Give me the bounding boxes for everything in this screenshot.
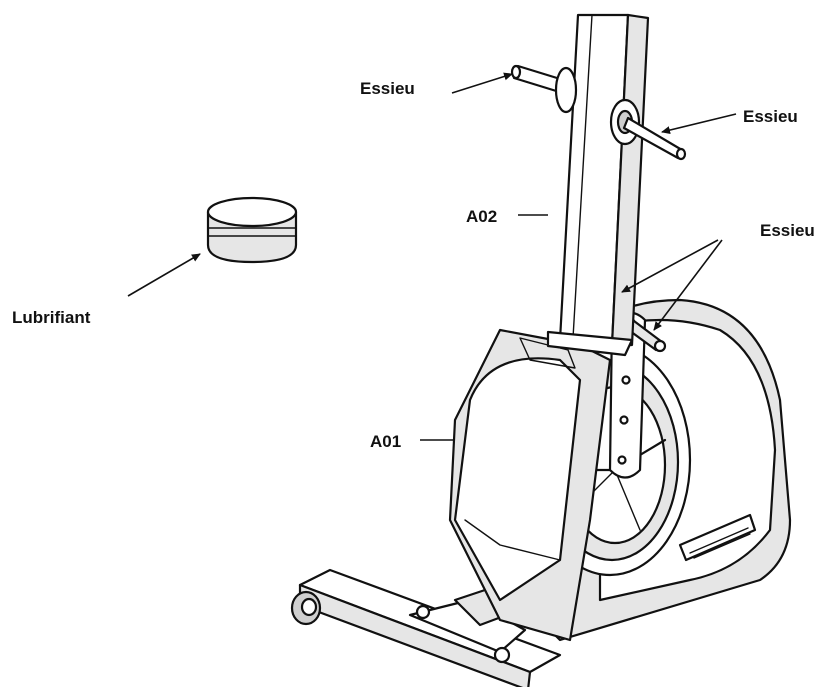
label-axle-top-right: Essieu <box>743 107 798 126</box>
transport-wheel <box>290 590 322 626</box>
upright-tube-a02 <box>546 13 650 357</box>
lubricant-jar <box>206 196 298 264</box>
label-part-a02: A02 <box>466 207 497 226</box>
label-axle-right: Essieu <box>760 221 815 240</box>
upper-axle-right <box>609 98 687 161</box>
upper-axle-left <box>510 64 578 114</box>
front-cover-a01 <box>448 328 612 642</box>
label-lubricant: Lubrifiant <box>12 308 91 327</box>
leader-lines <box>127 72 737 441</box>
label-axle-top-left: Essieu <box>360 79 415 98</box>
label-part-a01: A01 <box>370 432 401 451</box>
